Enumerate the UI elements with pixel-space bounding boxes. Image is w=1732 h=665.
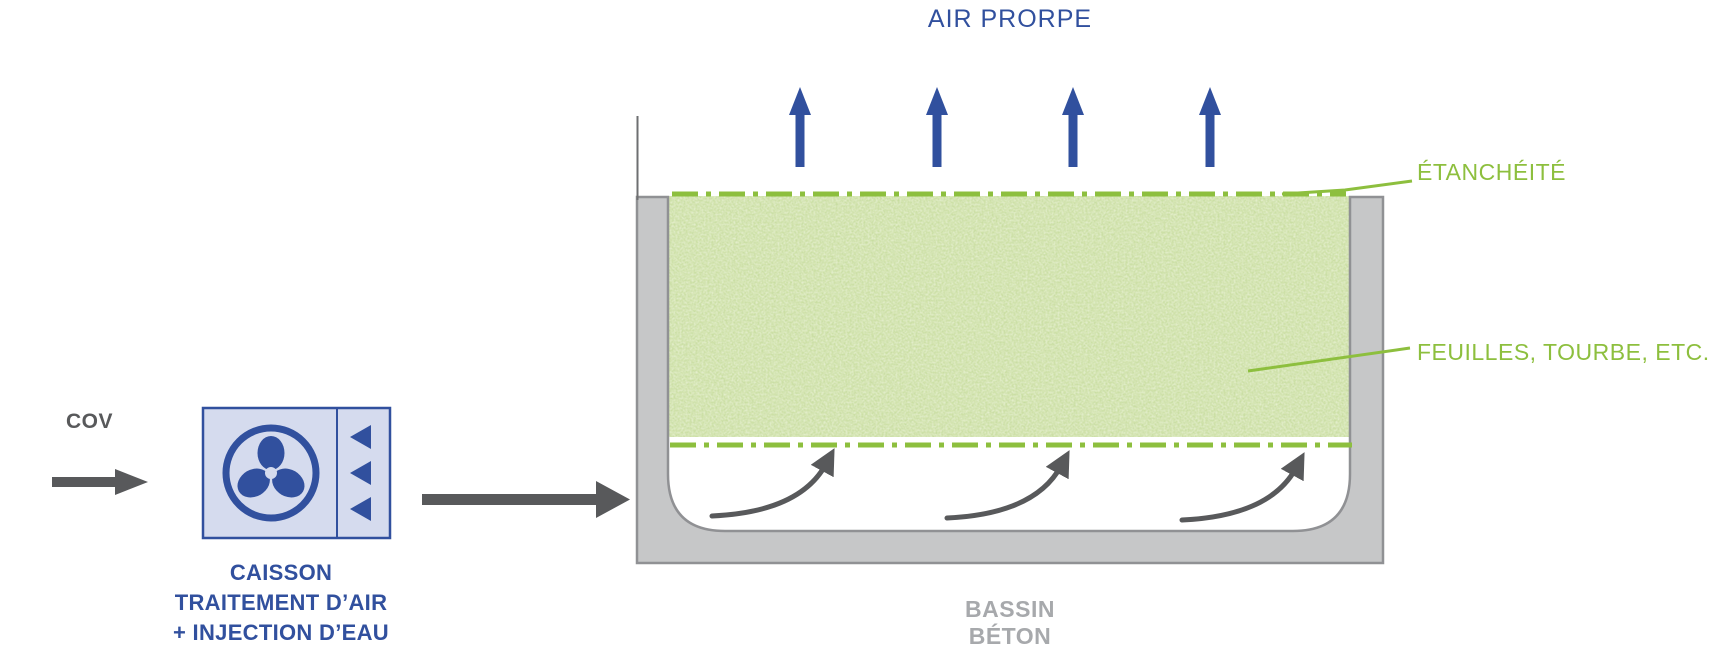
seal-leader-line [1281, 179, 1413, 196]
unit-to-basin-arrow [422, 481, 630, 518]
concrete-basin-wall [635, 195, 1385, 565]
fan-icon [222, 424, 320, 522]
air-unit-caption-line1: CAISSON [229, 560, 333, 585]
cov-label: COV [66, 410, 114, 433]
up-arrow-icon [926, 87, 948, 167]
air-unit-caption-line3: + INJECTION D’EAU [173, 620, 389, 645]
up-arrow-icon [1199, 87, 1221, 167]
plenum-airflow-arrows [709, 448, 1305, 523]
filter-media-layer [668, 196, 1350, 437]
air-treatment-unit [201, 406, 392, 540]
basin-caption-line1: BASSIN [965, 596, 1055, 622]
curved-arrow-icon [709, 448, 835, 519]
air-unit-caption-line2: TRAITEMENT D’AIR [174, 590, 388, 615]
cov-inlet-arrow [52, 469, 148, 495]
air-unit-caption: CAISSON TRAITEMENT D’AIR + INJECTION D’E… [131, 558, 431, 648]
up-arrow-icon [1062, 87, 1084, 167]
louver-triangles-icon [350, 425, 371, 521]
media-label: FEUILLES, TOURBE, ETC. [1417, 339, 1710, 365]
basin-caption: BASSIN BÉTON [885, 596, 1135, 650]
clean-air-up-arrows [789, 87, 1221, 167]
seal-label: ÉTANCHÉITÉ [1417, 159, 1566, 185]
basin-caption-line2: BÉTON [968, 623, 1052, 649]
media-leader-line [1247, 346, 1411, 373]
clean-air-title: AIR PRORPE [927, 5, 1093, 33]
up-arrow-icon [789, 87, 811, 167]
curved-arrow-icon [1179, 452, 1305, 523]
curved-arrow-icon [944, 450, 1070, 521]
